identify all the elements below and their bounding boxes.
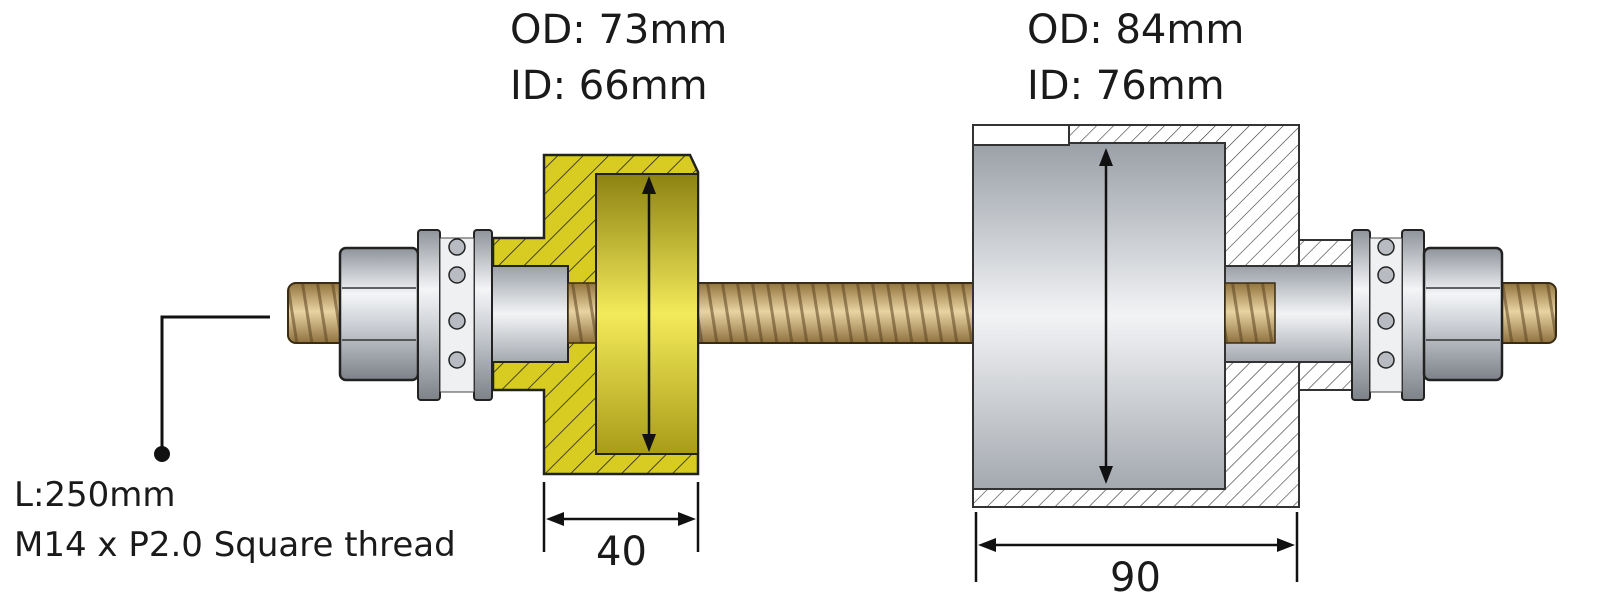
large-sleeve-od-label: OD: 84mm xyxy=(1027,7,1245,53)
large-sleeve-id-arrow xyxy=(1099,148,1113,484)
left-hex-nut xyxy=(338,246,420,382)
right-hex-nut xyxy=(1422,246,1504,382)
large-sleeve-id-label: ID: 76mm xyxy=(1027,63,1225,109)
rod-length-label: L:250mm xyxy=(14,475,176,515)
small-sleeve-id-label: ID: 66mm xyxy=(510,63,708,109)
large-sleeve xyxy=(972,124,1354,508)
small-sleeve-od-label: OD: 73mm xyxy=(510,7,728,53)
rod-thread-label: M14 x P2.0 Square thread xyxy=(14,525,456,565)
left-thrust-bearing xyxy=(417,229,493,401)
large-sleeve-width-dimension xyxy=(974,512,1299,582)
small-sleeve-width-label: 40 xyxy=(596,529,647,575)
small-sleeve xyxy=(491,153,700,476)
large-sleeve-width-label: 90 xyxy=(1110,555,1161,601)
right-thrust-bearing xyxy=(1351,229,1425,401)
rod-leader-line xyxy=(154,315,270,462)
small-sleeve-width-dimension xyxy=(542,482,700,552)
small-sleeve-id-arrow xyxy=(642,176,656,452)
